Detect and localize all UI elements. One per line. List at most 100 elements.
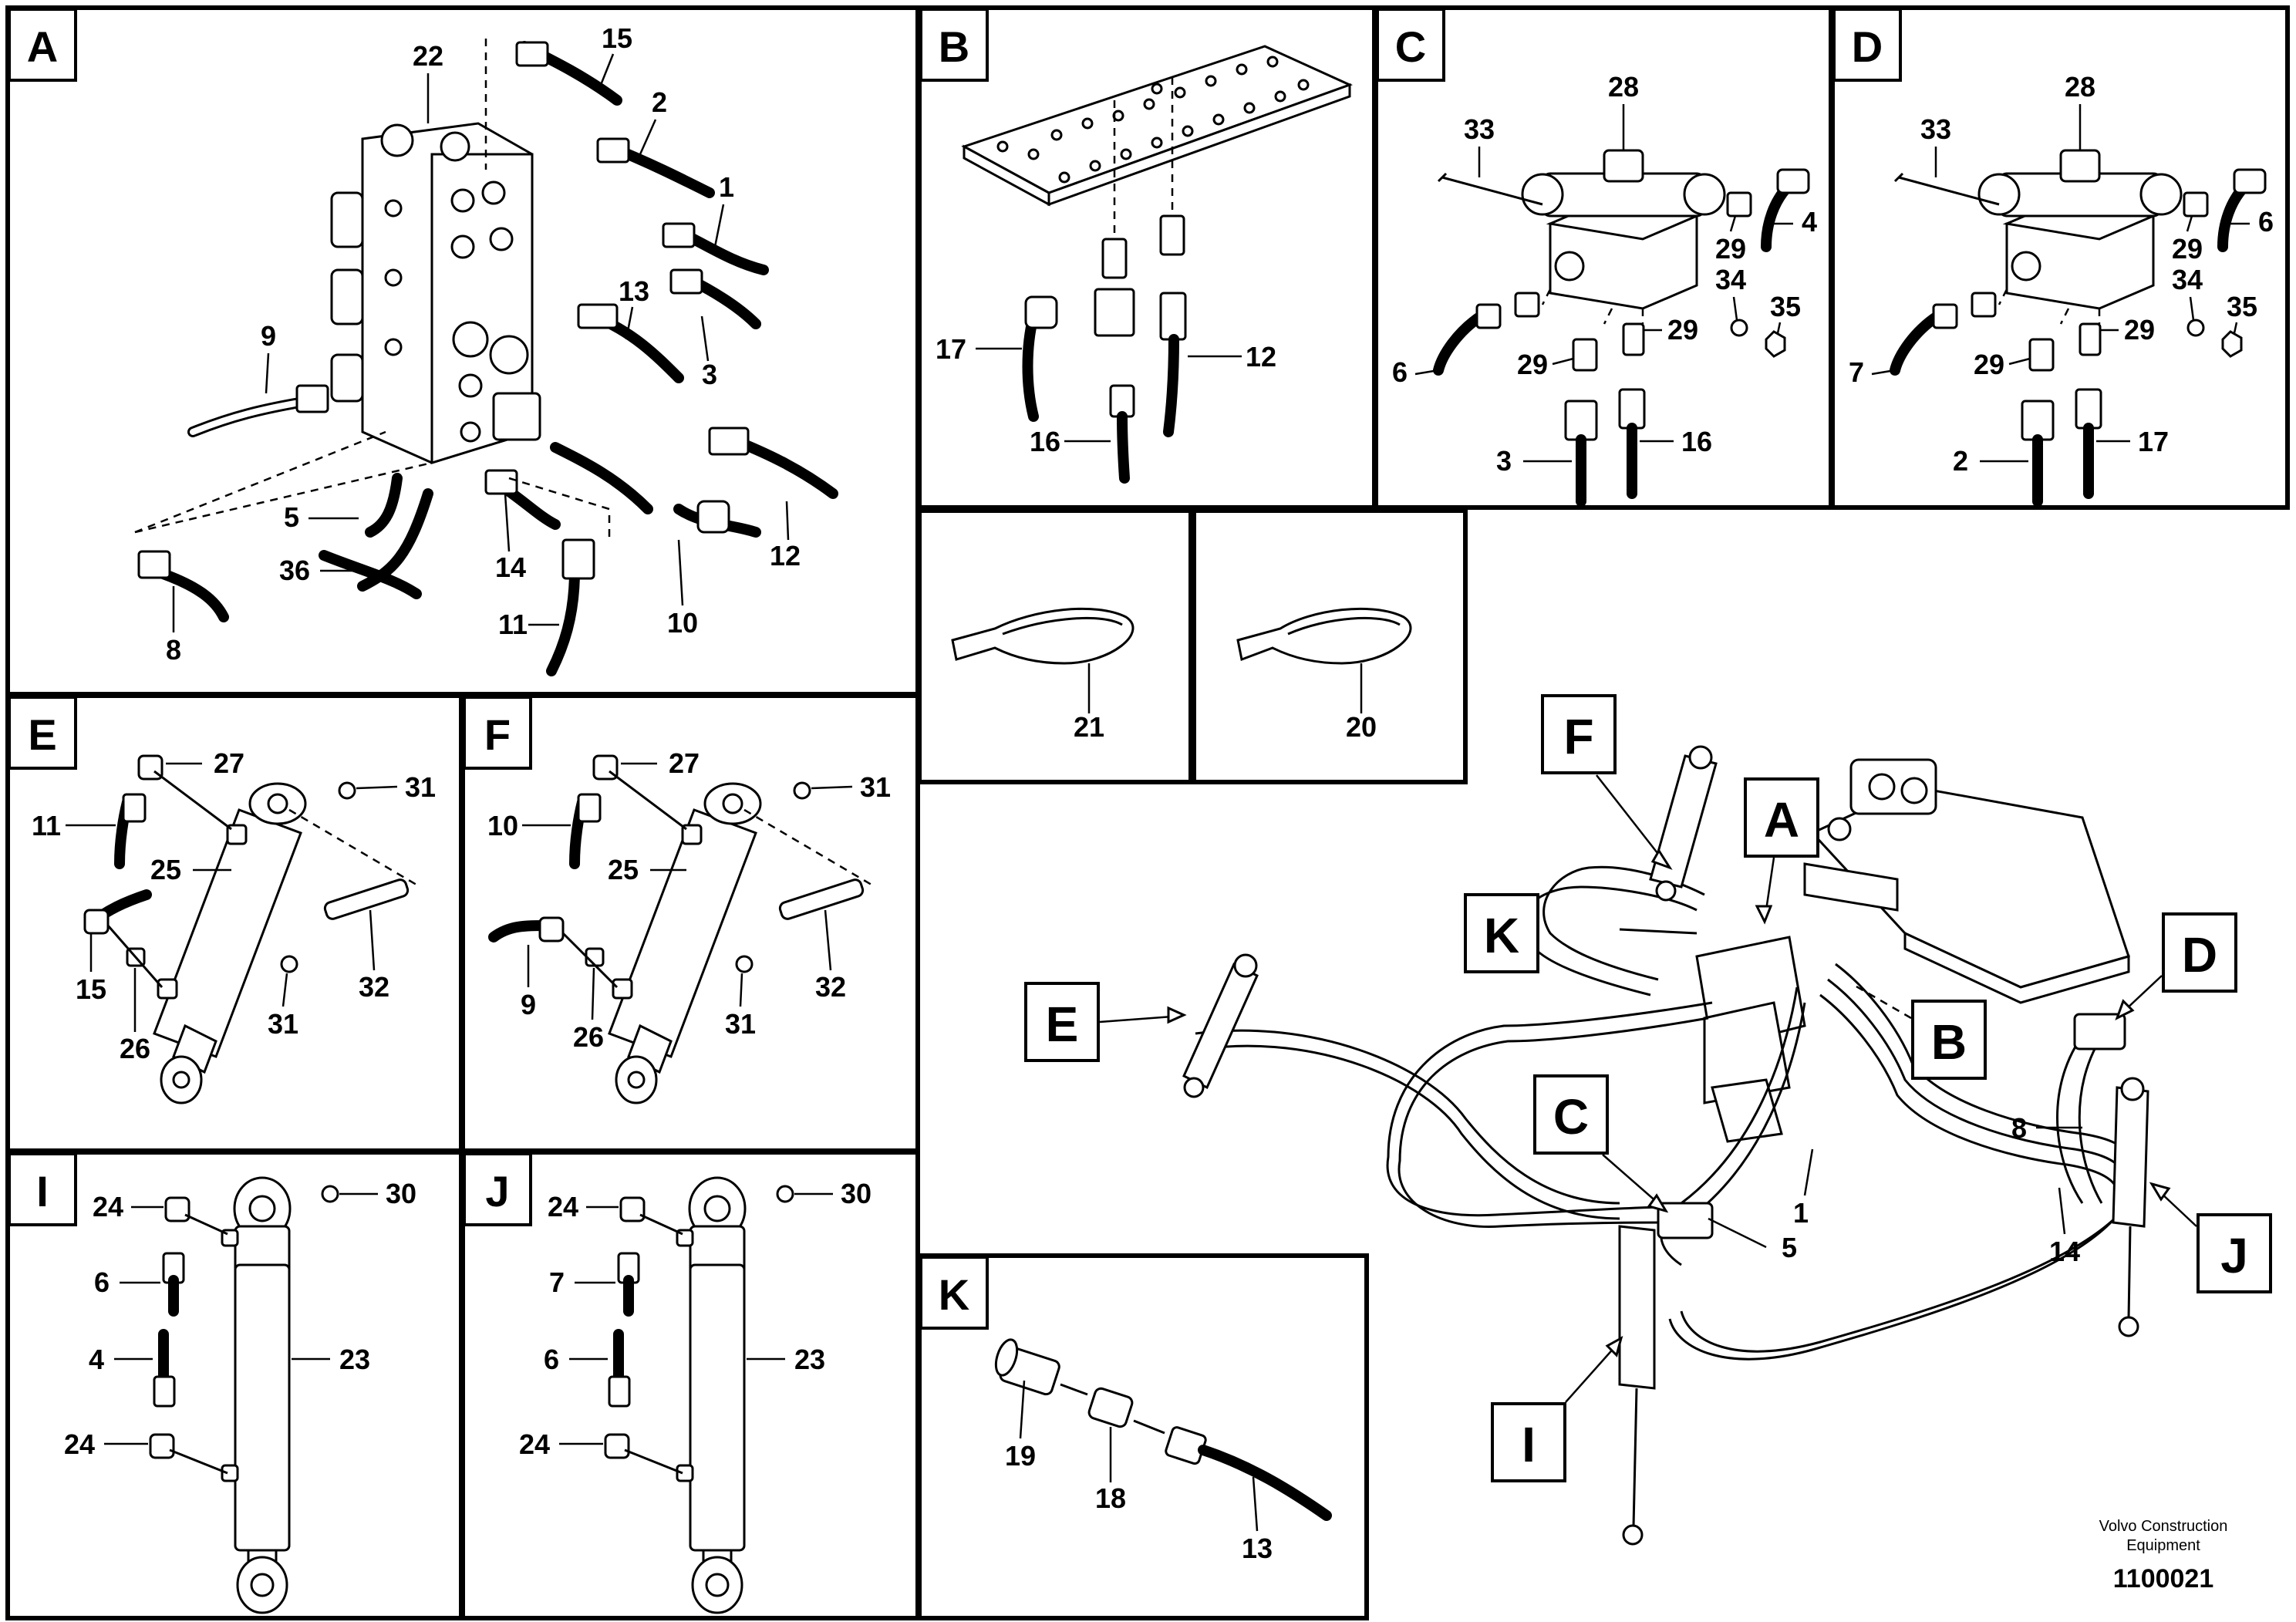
part-number: 31: [405, 771, 436, 803]
part-number: 15: [76, 973, 106, 1005]
panel-tag-d: D: [1852, 22, 1883, 71]
part-number: 29: [1974, 349, 2004, 380]
part-number: 17: [936, 333, 966, 365]
part-number: 6: [94, 1266, 110, 1298]
part-number: 4: [1802, 206, 1817, 238]
panel-d: D 28 33 29 6: [1830, 5, 2290, 510]
part-number: 9: [261, 320, 276, 352]
panel-j: J 24 30 7 23 6 24: [460, 1150, 920, 1620]
part-number: 27: [214, 747, 244, 779]
part-number: 16: [1681, 426, 1712, 457]
part-number: 30: [841, 1178, 872, 1209]
panel-tag-f: F: [484, 710, 511, 759]
panel-c: C 28 33 29 4: [1374, 5, 1833, 510]
part-number: 36: [279, 555, 310, 586]
credit-line-1: Volvo Construction: [2099, 1518, 2228, 1535]
part-number: 6: [2258, 206, 2274, 238]
part-number: 30: [386, 1178, 416, 1209]
part-number: 15: [602, 22, 632, 54]
hydraulic-cylinder: [153, 782, 307, 1104]
part-number: 13: [619, 275, 649, 307]
part-number: 7: [549, 1266, 565, 1298]
part-number: 25: [150, 854, 181, 885]
part-number: 11: [498, 609, 528, 640]
part-number: 8: [2011, 1112, 2027, 1144]
panel-tag-i: I: [36, 1167, 49, 1216]
panel-f: F 27 31 10 25 9 26: [460, 693, 920, 1153]
part-number: 12: [1246, 341, 1276, 373]
hydraulic-cylinder: [608, 782, 762, 1104]
part-number: 32: [815, 971, 846, 1003]
panel-cable-tie-20: 20: [1192, 508, 1468, 784]
callout-a: A: [1764, 792, 1799, 848]
callout-j: J: [2220, 1228, 2248, 1283]
part-number: 29: [1715, 233, 1746, 265]
part-number: 27: [669, 747, 700, 779]
part-number: 10: [487, 810, 518, 841]
part-number: 1: [1793, 1197, 1809, 1229]
part-number: 29: [1667, 314, 1698, 346]
part-number: 6: [544, 1344, 559, 1375]
panel-b: B 17 12 16: [917, 5, 1377, 510]
mounting-plate: [961, 45, 1353, 207]
part-number: 10: [667, 607, 698, 639]
part-number: 24: [64, 1428, 95, 1460]
part-number: 6: [1392, 356, 1408, 388]
part-number: 14: [495, 551, 526, 583]
panel-tag-j: J: [485, 1167, 509, 1216]
panel-e: E 27 31 11 25 15 26: [5, 693, 464, 1153]
part-number: 33: [1464, 113, 1495, 145]
panel-a: A: [5, 5, 920, 696]
part-number: 19: [1005, 1440, 1036, 1472]
part-number: 32: [359, 971, 389, 1003]
panel-tag-c: C: [1395, 22, 1426, 71]
callout-b: B: [1931, 1014, 1967, 1070]
panel-tag-e: E: [28, 710, 56, 759]
panel-tag-a: A: [27, 22, 58, 71]
part-number: 2: [1953, 445, 1968, 477]
part-number: 26: [120, 1033, 150, 1064]
part-number: 22: [413, 40, 443, 72]
footer-credit: Volvo Construction Equipment 1100021: [2099, 1518, 2228, 1593]
hydraulic-cylinder: [676, 1176, 747, 1614]
part-number: 12: [770, 540, 801, 572]
part-number: 35: [1770, 291, 1801, 322]
part-number: 20: [1346, 711, 1377, 743]
callout-e: E: [1046, 996, 1079, 1052]
solenoid-valve: [1521, 149, 1726, 310]
panel-tag-b: B: [939, 22, 969, 71]
part-number: 31: [725, 1008, 756, 1040]
valve-block: [330, 122, 541, 465]
callout-k: K: [1484, 908, 1519, 963]
part-number: 5: [1782, 1232, 1797, 1263]
hydraulic-cylinder: [221, 1176, 292, 1614]
callout-c: C: [1553, 1089, 1589, 1145]
panel-a-labels: 22 15 2 1 13 3 9 12 5 36 14 10 11: [166, 22, 801, 666]
callout-f: F: [1563, 709, 1593, 764]
part-number: 16: [1030, 426, 1060, 457]
part-number: 8: [166, 634, 181, 666]
part-number: 5: [284, 501, 299, 533]
panel-k: K 19 18 13: [917, 1253, 1369, 1620]
part-number: 34: [2172, 264, 2203, 295]
panel-tag-k: K: [939, 1270, 969, 1319]
part-number: 3: [702, 359, 717, 390]
drawing-number: 1100021: [2113, 1564, 2214, 1593]
panel-a-hoses: [137, 41, 838, 676]
part-number: 29: [2124, 314, 2155, 346]
part-number: 17: [2138, 426, 2169, 457]
part-number: 31: [268, 1008, 298, 1040]
part-number: 29: [2172, 233, 2203, 265]
part-number: 24: [93, 1191, 123, 1222]
part-number: 28: [2065, 71, 2095, 103]
credit-line-2: Equipment: [2126, 1537, 2200, 1554]
part-number: 4: [89, 1344, 104, 1375]
part-number: 24: [548, 1191, 578, 1222]
part-number: 33: [1920, 113, 1951, 145]
part-number: 35: [2227, 291, 2257, 322]
part-number: 34: [1715, 264, 1746, 295]
part-number: 23: [794, 1344, 825, 1375]
part-number: 7: [1849, 356, 1864, 388]
part-number: 1: [719, 171, 734, 203]
